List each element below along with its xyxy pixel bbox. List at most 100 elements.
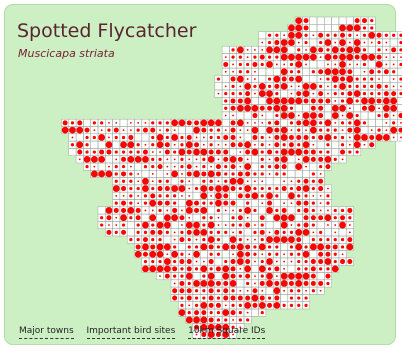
abundance-dot xyxy=(304,303,308,307)
abundance-dot xyxy=(289,245,294,249)
abundance-dot xyxy=(186,288,192,294)
abundance-dot xyxy=(295,24,303,32)
abundance-dot xyxy=(187,238,191,242)
square-ids-link[interactable]: 10km Square IDs xyxy=(188,326,266,339)
abundance-dot xyxy=(217,92,220,95)
abundance-dot xyxy=(377,113,381,118)
abundance-dot xyxy=(244,97,252,105)
abundance-dot xyxy=(166,158,169,161)
abundance-dot xyxy=(194,245,199,249)
abundance-dot xyxy=(385,121,388,124)
abundance-dot xyxy=(392,114,395,117)
abundance-dot xyxy=(356,34,359,37)
important-bird-sites-link[interactable]: Important bird sites xyxy=(86,326,176,339)
abundance-dot xyxy=(252,288,258,294)
abundance-dot xyxy=(93,129,96,132)
abundance-dot xyxy=(238,55,242,59)
abundance-dot xyxy=(238,70,242,74)
abundance-dot xyxy=(297,296,301,300)
map-cell xyxy=(309,75,317,83)
abundance-dot xyxy=(340,208,345,213)
abundance-dot xyxy=(230,186,236,192)
abundance-dot xyxy=(217,143,220,146)
abundance-dot xyxy=(288,214,295,222)
abundance-dot xyxy=(267,40,272,45)
abundance-dot xyxy=(159,151,161,153)
abundance-dot xyxy=(355,113,359,118)
abundance-dot xyxy=(340,215,346,221)
abundance-dot xyxy=(303,98,309,104)
abundance-dot xyxy=(334,231,337,234)
abundance-dot xyxy=(215,280,221,286)
abundance-dot xyxy=(297,194,301,198)
abundance-dot xyxy=(318,251,324,257)
abundance-dot xyxy=(333,92,337,96)
abundance-dot xyxy=(158,259,162,264)
abundance-dot xyxy=(185,199,193,207)
abundance-dot xyxy=(370,77,374,81)
abundance-dot xyxy=(259,295,265,301)
abundance-dot xyxy=(288,31,295,39)
abundance-dot xyxy=(347,207,353,213)
abundance-dot xyxy=(310,156,316,162)
abundance-dot xyxy=(171,170,179,178)
abundance-dot xyxy=(193,221,200,229)
abundance-dot xyxy=(194,296,199,300)
abundance-dot xyxy=(239,267,242,270)
map-cell xyxy=(127,228,135,236)
map-cell xyxy=(353,104,361,112)
map-cell xyxy=(295,104,303,112)
abundance-dot xyxy=(346,243,354,251)
abundance-dot xyxy=(356,63,359,66)
abundance-dot xyxy=(217,158,220,161)
abundance-dot xyxy=(348,41,351,44)
abundance-dot xyxy=(210,165,213,168)
abundance-dot xyxy=(238,92,242,96)
abundance-dot xyxy=(375,134,383,141)
abundance-dot xyxy=(384,33,388,37)
abundance-dot xyxy=(239,85,242,88)
abundance-dot xyxy=(258,301,266,309)
abundance-dot xyxy=(193,170,200,178)
abundance-dot xyxy=(236,46,244,54)
abundance-dot xyxy=(289,121,294,125)
abundance-dot xyxy=(224,304,227,307)
abundance-dot xyxy=(296,200,302,206)
map-cell xyxy=(331,141,339,149)
abundance-dot xyxy=(244,82,252,90)
map-cell xyxy=(397,68,402,76)
abundance-dot xyxy=(246,56,249,59)
abundance-dot xyxy=(348,84,352,88)
abundance-dot xyxy=(353,24,361,32)
abundance-dot xyxy=(280,68,288,76)
abundance-dot xyxy=(325,251,331,257)
abundance-dot xyxy=(173,238,176,241)
abundance-dot xyxy=(347,259,353,265)
abundance-dot xyxy=(325,98,331,104)
abundance-dot xyxy=(266,46,273,54)
abundance-dot xyxy=(215,192,222,200)
abundance-dot xyxy=(258,265,266,273)
major-towns-link[interactable]: Major towns xyxy=(19,326,74,339)
abundance-dot xyxy=(311,172,315,176)
abundance-dot xyxy=(260,143,264,147)
abundance-dot xyxy=(217,216,220,219)
abundance-dot xyxy=(223,134,229,140)
abundance-dot xyxy=(186,134,192,140)
abundance-dot xyxy=(231,223,235,227)
map-dots xyxy=(61,17,402,338)
abundance-dot xyxy=(163,221,171,229)
abundance-dot xyxy=(106,149,112,155)
abundance-dot xyxy=(377,70,381,74)
map-cell xyxy=(251,97,259,105)
abundance-dot xyxy=(99,149,105,155)
abundance-dot xyxy=(266,236,273,244)
map-cell xyxy=(134,133,142,142)
abundance-dot xyxy=(216,318,221,322)
abundance-dot xyxy=(267,55,272,59)
abundance-dot xyxy=(158,121,162,125)
abundance-dot xyxy=(326,33,330,37)
abundance-dot xyxy=(223,149,229,155)
abundance-dot xyxy=(200,228,208,236)
abundance-dot xyxy=(151,223,155,227)
